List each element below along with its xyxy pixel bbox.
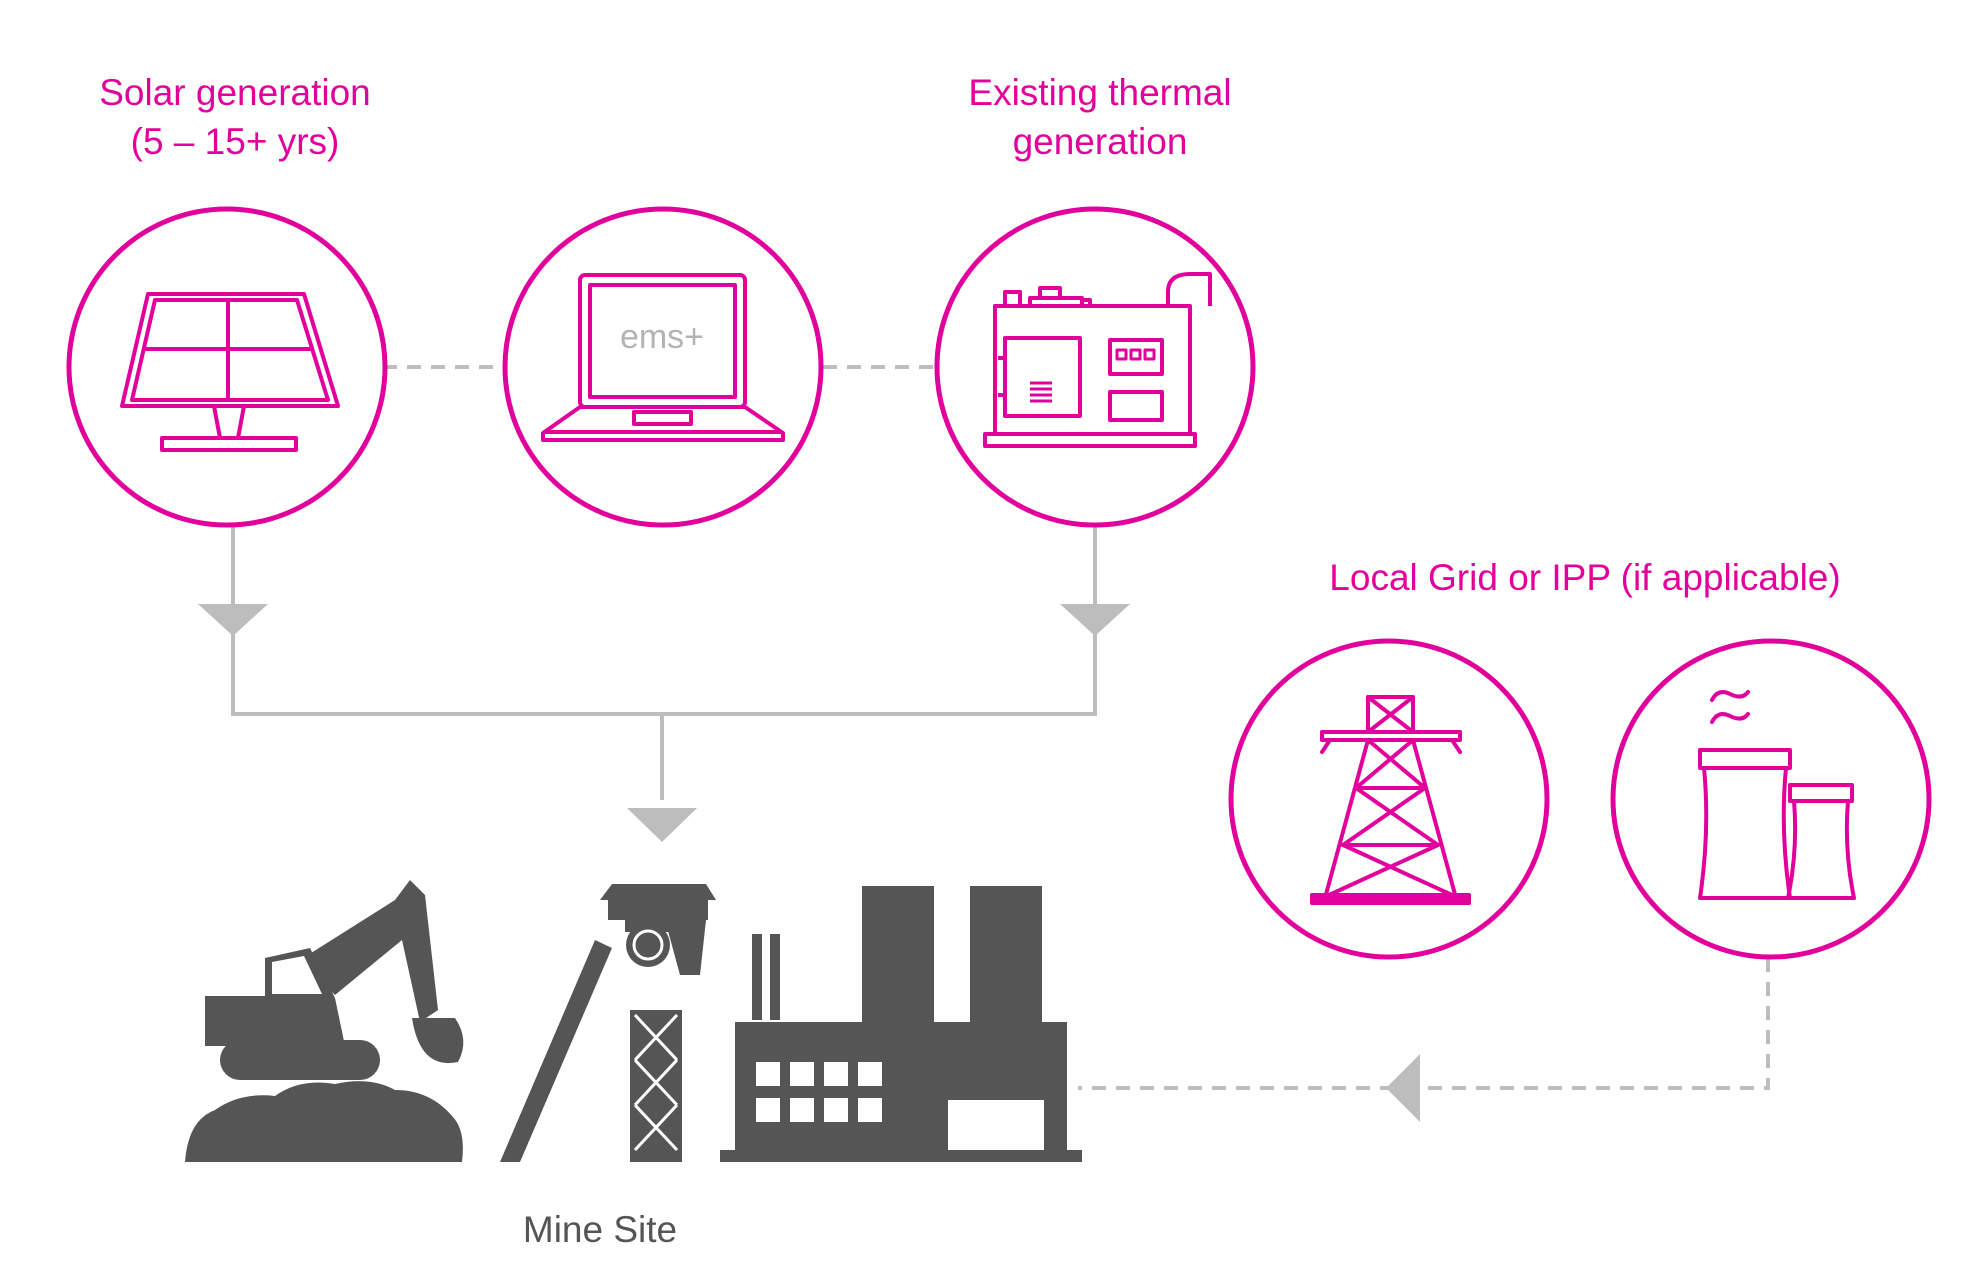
thermal-label-line1: Existing thermal (968, 72, 1232, 113)
thermal-label: Existing thermal generation (900, 68, 1300, 166)
headframe-icon (500, 884, 716, 1162)
cooling-tower-icon (1698, 690, 1856, 900)
solar-label-line1: Solar generation (99, 72, 371, 113)
headframe-lattice-icon (632, 929, 679, 1152)
thermal-circle (934, 206, 1256, 528)
laptop-icon (541, 273, 785, 442)
excavator-window-icon (272, 956, 322, 994)
arrow-left-grid-icon (1386, 1054, 1420, 1122)
arrow-down-solar-icon (198, 604, 268, 636)
arrow-down-mine-icon (627, 808, 697, 842)
grid-tower-circle (1228, 638, 1550, 960)
grid-label: Local Grid or IPP (if applicable) (1329, 557, 1841, 598)
solar-label: Solar generation (5 – 15+ yrs) (50, 68, 420, 166)
generator-icon (983, 272, 1212, 448)
factory-windows-icon (756, 1062, 1044, 1150)
arrow-down-thermal-icon (1060, 604, 1130, 636)
solar-circle (66, 206, 388, 528)
thermal-label-line2: generation (1012, 121, 1188, 162)
mine-site-label: Mine Site (522, 1209, 678, 1250)
feed-grid (1078, 958, 1770, 1090)
ems-logo-text: ems+ (620, 318, 704, 356)
ems-circle (502, 206, 824, 528)
excavator-icon (185, 880, 464, 1162)
transmission-tower-icon (1310, 695, 1471, 905)
solar-label-line2: (5 – 15+ yrs) (130, 121, 340, 162)
arrows (198, 604, 1420, 1122)
factory-icon (720, 886, 1082, 1162)
solar-panel-icon (120, 292, 340, 452)
feed-solar (231, 525, 1097, 716)
power-plant-circle (1610, 638, 1932, 960)
